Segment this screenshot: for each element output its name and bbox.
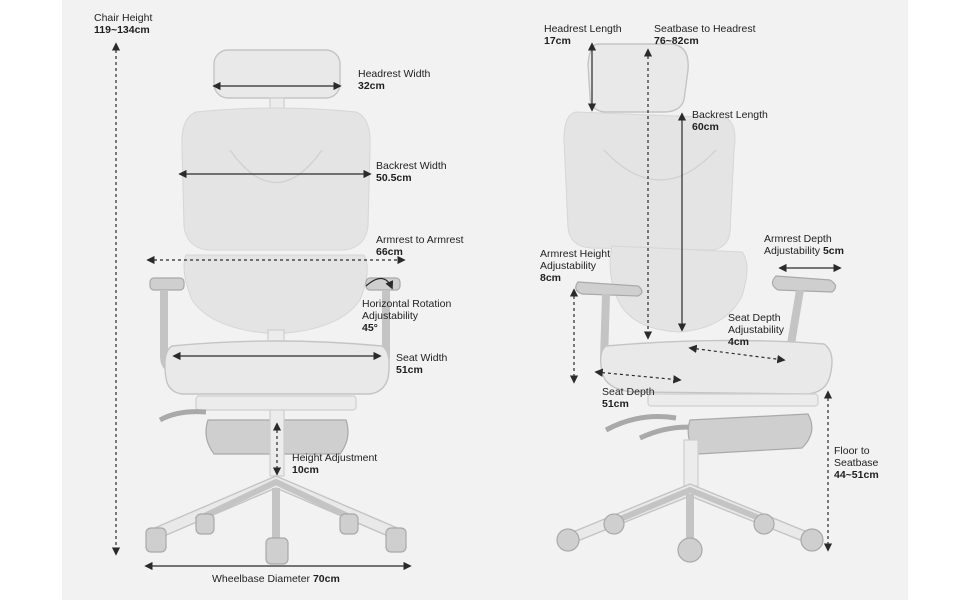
- label-horizontal-rotation: Horizontal Rotation Adjustability 45°: [362, 298, 451, 334]
- floor-to-seatbase-subtitle: Seatbase: [834, 457, 879, 469]
- label-armrest-height: Armrest Height Adjustability 8cm: [540, 248, 610, 284]
- seat-depth-title: Seat Depth: [602, 386, 655, 398]
- floor-to-seatbase-value: 44~51cm: [834, 469, 879, 481]
- seat-depth-adjust-value: 4cm: [728, 336, 750, 348]
- height-adjustment-title: Height Adjustment: [292, 452, 378, 464]
- front-backrest: [181, 107, 371, 251]
- label-armrest-depth: Armrest Depth Adjustability 5cm: [764, 233, 844, 257]
- wheelbase-diameter-title: Wheelbase Diameter: [212, 573, 313, 585]
- label-backrest-length: Backrest Length 60cm: [692, 109, 768, 133]
- armrest-height-value: 8cm: [540, 272, 562, 284]
- armrest-height-subtitle: Adjustability: [540, 260, 597, 272]
- backrest-length-title: Backrest Length: [692, 109, 768, 121]
- backrest-width-value: 50.5cm: [376, 172, 412, 184]
- floor-to-seatbase-title: Floor to: [834, 445, 870, 457]
- headrest-width-title: Headrest Width: [358, 68, 431, 80]
- backrest-width-title: Backrest Width: [376, 160, 447, 172]
- front-right-armrest: [365, 277, 401, 291]
- right-margin: [908, 0, 970, 600]
- armrest-to-armrest-value: 66cm: [376, 246, 403, 258]
- chair-height-title: Chair Height: [94, 12, 153, 24]
- label-headrest-length: Headrest Length 17cm: [544, 23, 622, 47]
- armrest-depth-title: Armrest Depth: [764, 233, 832, 245]
- seat-depth-adjust-title: Seat Depth: [728, 312, 781, 324]
- label-headrest-width: Headrest Width 32cm: [358, 68, 430, 92]
- headrest-length-title: Headrest Length: [544, 23, 622, 35]
- seat-width-value: 51cm: [396, 364, 423, 376]
- height-adjustment-value: 10cm: [292, 464, 319, 476]
- seatbase-to-headrest-title: Seatbase to Headrest: [654, 23, 756, 35]
- backrest-length-value: 60cm: [692, 121, 719, 133]
- horizontal-rotation-value: 45°: [362, 322, 378, 334]
- label-wheelbase-diameter: Wheelbase Diameter 70cm: [212, 573, 340, 585]
- dim-seat-depth-adjust: [688, 344, 786, 364]
- horizontal-rotation-subtitle: Adjustability: [362, 310, 419, 322]
- seatbase-to-headrest-value: 76~82cm: [654, 35, 699, 47]
- side-left-armrest: [575, 281, 643, 297]
- dim-horizontal-rotation: [365, 277, 394, 290]
- seat-depth-value: 51cm: [602, 398, 629, 410]
- left-margin: [0, 0, 62, 600]
- front-seat: [164, 340, 390, 395]
- front-left-armrest: [149, 277, 185, 291]
- label-height-adjustment: Height Adjustment 10cm: [292, 452, 377, 476]
- label-armrest-to-armrest: Armrest to Armrest 66cm: [376, 234, 464, 258]
- front-headrest: [213, 49, 341, 99]
- dim-seat-depth: [594, 368, 682, 384]
- label-chair-height: Chair Height 119~134cm: [94, 12, 152, 36]
- label-seat-depth: Seat Depth 51cm: [602, 386, 655, 410]
- label-floor-to-seatbase: Floor to Seatbase 44~51cm: [834, 445, 879, 481]
- seat-width-title: Seat Width: [396, 352, 448, 364]
- wheelbase-diameter-value: 70cm: [312, 573, 340, 585]
- horizontal-rotation-title: Horizontal Rotation: [362, 298, 452, 310]
- front-lumbar: [183, 254, 368, 335]
- label-backrest-width: Backrest Width 50.5cm: [376, 160, 447, 184]
- headrest-length-value: 17cm: [544, 35, 571, 47]
- label-seat-depth-adjustability: Seat Depth Adjustability 4cm: [728, 312, 784, 348]
- side-headrest: [587, 43, 689, 113]
- armrest-depth-value: 5cm: [822, 245, 844, 257]
- label-seat-width: Seat Width 51cm: [396, 352, 447, 376]
- seat-depth-adjust-subtitle: Adjustability: [728, 324, 785, 336]
- armrest-height-title: Armrest Height: [540, 248, 611, 260]
- chair-height-value: 119~134cm: [94, 24, 150, 36]
- label-seatbase-to-headrest: Seatbase to Headrest 76~82cm: [654, 23, 756, 47]
- headrest-width-value: 32cm: [358, 80, 385, 92]
- side-right-armrest: [771, 275, 837, 293]
- armrest-to-armrest-title: Armrest to Armrest: [376, 234, 464, 246]
- armrest-depth-subtitle: Adjustability: [764, 245, 823, 257]
